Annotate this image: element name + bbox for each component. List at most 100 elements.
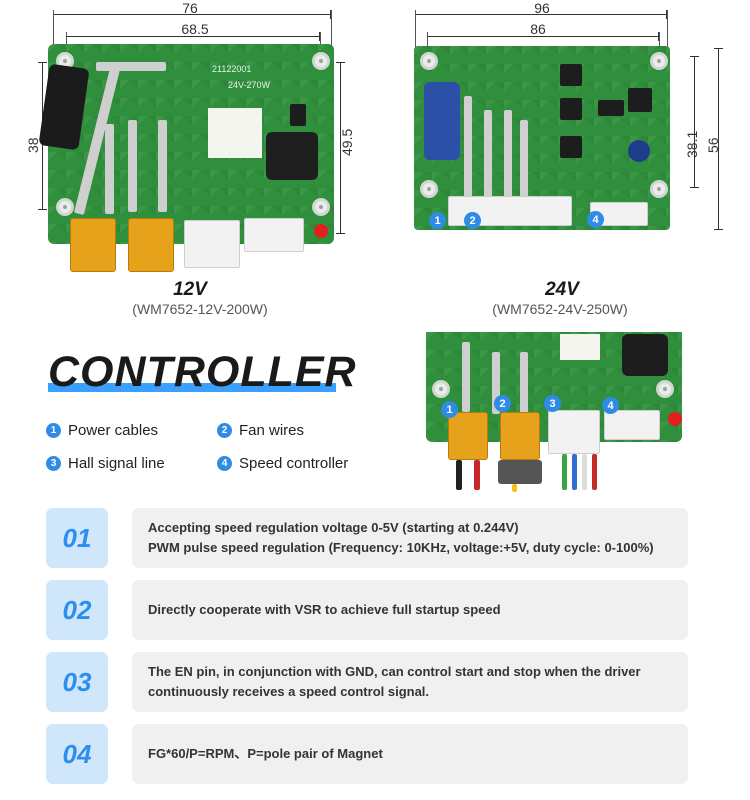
legend-number: 1 [46, 423, 61, 438]
xt-connector [128, 218, 174, 272]
legend-label: Power cables [68, 422, 159, 439]
ext-line [667, 10, 668, 48]
ic-chip [598, 100, 624, 116]
signal-wire-white [582, 454, 587, 490]
copper-lead [520, 120, 528, 200]
dim-label-right: 49.5 [339, 128, 355, 156]
mount-hole [312, 52, 330, 70]
copper-lead [105, 124, 114, 214]
feature-text-02: Directly cooperate with VSR to achieve f… [132, 580, 688, 640]
grey-sleeve [498, 460, 542, 484]
hall-connector [548, 410, 600, 454]
speed-connector [244, 218, 304, 252]
legend-number: 3 [46, 456, 61, 471]
silkscreen-label [560, 334, 600, 360]
power-wire-red [474, 460, 480, 490]
copper-lead [464, 96, 472, 200]
copper-lead [128, 120, 137, 212]
mount-hole [420, 180, 438, 198]
dim-label-right-inner: 38.1 [684, 130, 700, 158]
xt-connector [448, 412, 488, 460]
legend-item-hall-signal: 3 Hall signal line [46, 455, 165, 472]
legend-number: 2 [217, 423, 232, 438]
ext-line [427, 32, 428, 58]
feature-line: Directly cooperate with VSR to achieve f… [148, 602, 501, 617]
dim-label-top-outer: 96 [534, 0, 550, 16]
dim-line-right-outer [714, 48, 723, 230]
marker-3: 3 [544, 395, 561, 412]
legend-label: Speed controller [239, 455, 349, 472]
silkscreen-text: 24V-270W [228, 80, 271, 90]
signal-wire-blue [572, 454, 577, 490]
silkscreen-text: 21122001 [212, 64, 252, 74]
dim-label-top-inner: 86 [530, 21, 546, 37]
legend-number: 4 [217, 456, 232, 471]
mount-hole [420, 52, 438, 70]
signal-wire-green [562, 454, 567, 490]
ic-chip [560, 64, 582, 86]
model-label-12v: (WM7652-12V-200W) [132, 301, 268, 317]
xt-connector [500, 412, 540, 460]
dim-label-right-outer: 56 [705, 137, 721, 153]
legend-item-power-cables: 1 Power cables [46, 422, 158, 439]
feature-line: FG*60/P=RPM、P=pole pair of Magnet [148, 746, 383, 761]
heading-accent-bar [48, 383, 336, 392]
mount-hole [650, 52, 668, 70]
xt-connector [70, 218, 116, 272]
feature-number-04: 04 [46, 724, 108, 784]
ext-line [331, 10, 332, 46]
dim-label-top-outer: 76 [182, 0, 198, 16]
mount-hole [312, 198, 330, 216]
legend-label: Hall signal line [68, 455, 165, 472]
section-title: CONTROLLER [48, 348, 357, 396]
hall-connector [184, 220, 240, 268]
ic-chip [560, 136, 582, 158]
feature-line: The EN pin, in conjunction with GND, can… [148, 664, 641, 679]
dim-line-right-inner [690, 56, 699, 188]
ext-line [659, 32, 660, 58]
led-indicator [314, 224, 328, 238]
silkscreen-label [208, 108, 262, 158]
feature-text-03: The EN pin, in conjunction with GND, can… [132, 652, 688, 712]
ic-chip [560, 98, 582, 120]
legend-item-fan-wires: 2 Fan wires [217, 422, 304, 439]
marker-1: 1 [441, 401, 458, 418]
marker-4: 4 [587, 211, 604, 228]
feature-text-04: FG*60/P=RPM、P=pole pair of Magnet [132, 724, 688, 784]
feature-number-02: 02 [46, 580, 108, 640]
marker-4: 4 [602, 397, 619, 414]
mount-hole [56, 198, 74, 216]
feature-line: Accepting speed regulation voltage 0-5V … [148, 520, 519, 535]
transistor [290, 104, 306, 126]
mount-hole [432, 380, 450, 398]
feature-line: PWM pulse speed regulation (Frequency: 1… [148, 540, 654, 555]
ext-line [53, 10, 54, 46]
marker-2: 2 [494, 395, 511, 412]
power-wire-yellow [512, 484, 517, 492]
dim-line-right [336, 62, 345, 234]
capacitor-small-blue [628, 140, 650, 162]
marker-1: 1 [429, 212, 446, 229]
dim-label-top-inner: 68.5 [181, 21, 209, 37]
voltage-label-24v: 24V [545, 279, 579, 300]
capacitor-small [266, 132, 318, 180]
ic-chip [628, 88, 652, 112]
copper-lead [520, 352, 528, 414]
led-indicator [668, 412, 682, 426]
marker-2: 2 [464, 212, 481, 229]
feature-number-01: 01 [46, 508, 108, 568]
capacitor-blue [424, 82, 460, 160]
ext-line [415, 10, 416, 48]
feature-text-01: Accepting speed regulation voltage 0-5V … [132, 508, 688, 568]
mount-hole [656, 380, 674, 398]
copper-lead [492, 352, 500, 414]
legend-label: Fan wires [239, 422, 305, 439]
mount-hole [650, 180, 668, 198]
capacitor-large [622, 334, 668, 376]
copper-lead [158, 120, 167, 212]
copper-lead [484, 110, 492, 200]
legend-item-speed-controller: 4 Speed controller [217, 455, 348, 472]
voltage-label-12v: 12V [173, 279, 207, 300]
feature-number-03: 03 [46, 652, 108, 712]
speed-connector [604, 410, 660, 440]
